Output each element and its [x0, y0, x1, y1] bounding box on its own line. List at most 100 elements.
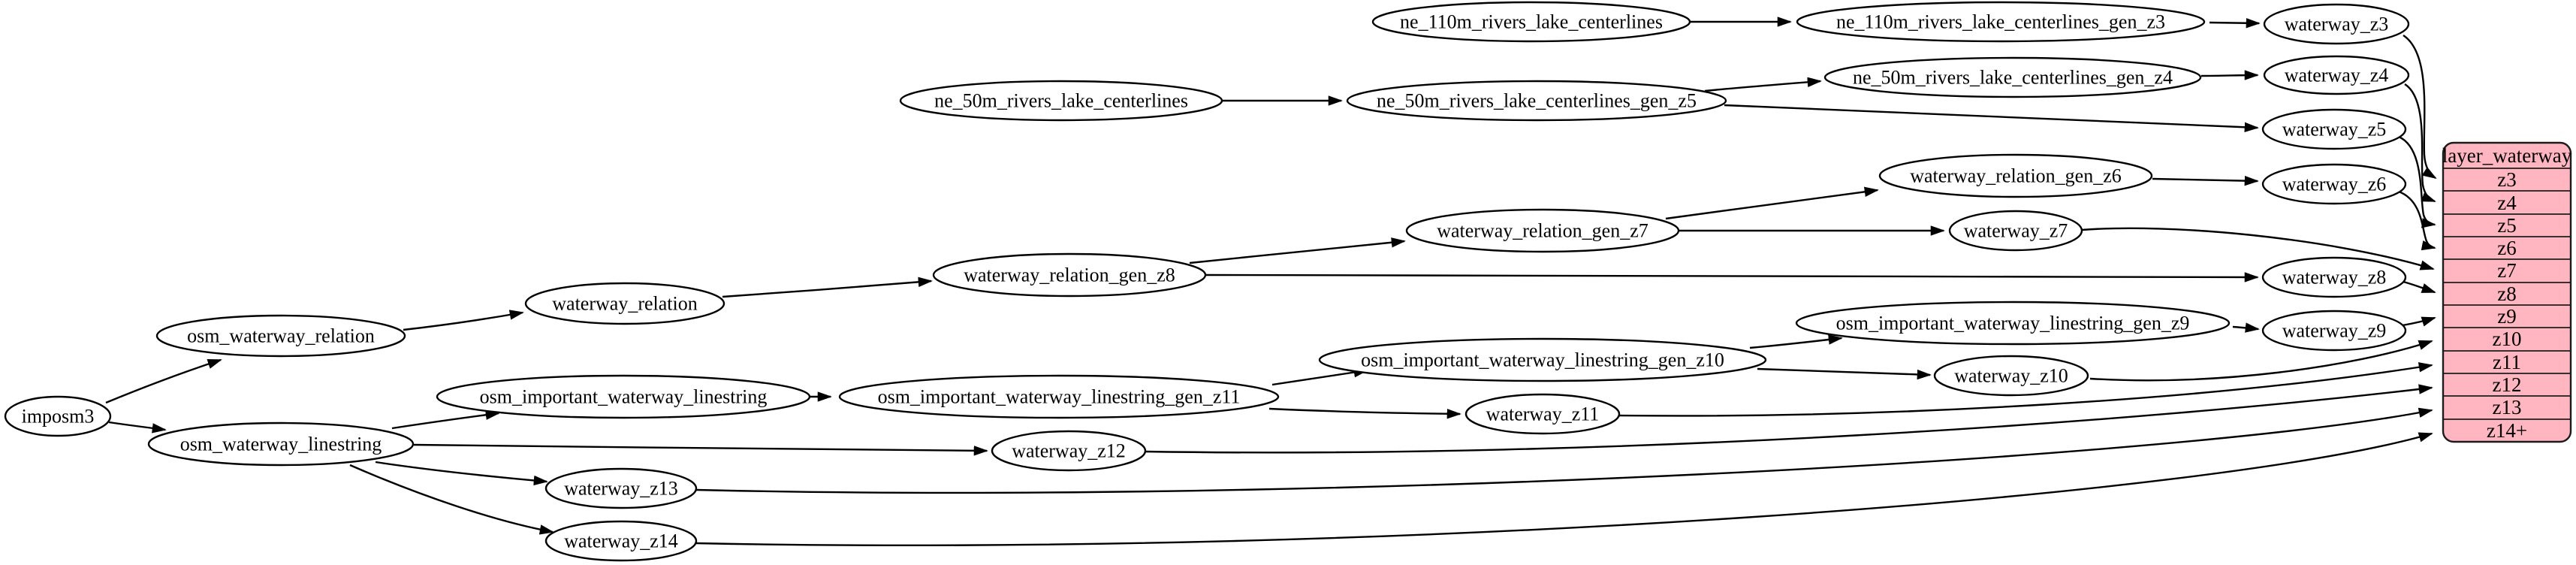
node-label: waterway_relation_gen_z6: [1910, 165, 2122, 187]
node-waterway_z14: waterway_z14: [544, 520, 698, 562]
node-ellipse: [932, 252, 1207, 298]
edge-ne_50m_gen_z5-ne_50m_gen_z4: [1704, 77, 1822, 92]
node-ellipse: [1795, 301, 2231, 346]
node-waterway_z13: waterway_z13: [544, 467, 698, 509]
node-ellipse: [544, 520, 698, 562]
edge-waterway_z13-row_z13: [695, 407, 2433, 494]
node-label: osm_waterway_relation: [187, 325, 375, 347]
edge-waterway_z7-row_z7: [2081, 227, 2435, 270]
node-waterway_relation_gen_z7: waterway_relation_gen_z7: [1405, 208, 1680, 253]
edge-waterway_z8-row_z8: [2403, 280, 2436, 294]
edge-gen_z9-waterway_z9: [2232, 322, 2260, 333]
node-label: ne_110m_rivers_lake_centerlines: [1400, 11, 1663, 33]
node-ellipse: [838, 374, 1280, 419]
node-label: osm_important_waterway_linestring_gen_z1…: [1361, 349, 1724, 371]
node-label: waterway_z4: [2285, 65, 2389, 86]
node-label: ne_50m_rivers_lake_centerlines: [934, 90, 1188, 112]
edge-osm_waterway_relation-waterway_relation: [403, 310, 524, 331]
edge-imposm3-osm_waterway_relation: [105, 358, 222, 404]
table-row-z7: z7: [2497, 259, 2516, 282]
table-row-z9: z9: [2497, 305, 2516, 328]
node-label: waterway_relation: [552, 293, 697, 315]
node-ellipse: [1371, 1, 1691, 43]
edge-waterway_z14-row_z14plus: [695, 432, 2433, 547]
node-ellipse: [2263, 3, 2410, 45]
edge-waterway_relation_gen_z6-waterway_z6: [2152, 175, 2259, 186]
table-title: layer_waterway: [2442, 144, 2572, 167]
edge-ne_50m_gen_z5-waterway_z5: [1724, 104, 2259, 133]
table-row-z13: z13: [2493, 396, 2522, 418]
node-label: imposm3: [22, 406, 95, 428]
edge-waterway_z3-row_z3: [2403, 34, 2437, 180]
edge-waterway_z9-row_z9: [2402, 316, 2436, 327]
node-label: waterway_z3: [2285, 14, 2389, 35]
node-label: waterway_z8: [2282, 267, 2387, 289]
node-ellipse: [1948, 210, 2083, 252]
edge-waterway_relation-waterway_relation_gen_z8: [722, 276, 933, 298]
node-label: ne_50m_rivers_lake_centerlines_gen_z4: [1853, 67, 2173, 89]
edge-gen_z11-waterway_z11: [1268, 407, 1461, 419]
node-ellipse: [147, 421, 415, 467]
table-row-z8: z8: [2497, 282, 2516, 305]
node-ellipse: [1878, 153, 2153, 198]
table-layer_waterway: layer_waterway z3 z4 z5 z6 z7 z8 z9 z10 …: [2442, 141, 2572, 443]
node-waterway_z11: waterway_z11: [1464, 393, 1621, 435]
node-ellipse: [2261, 256, 2407, 298]
node-ellipse: [436, 374, 811, 419]
edge-waterway_z11-row_z11: [1618, 362, 2433, 417]
node-label: osm_waterway_linestring: [180, 434, 382, 455]
table-row-z10: z10: [2493, 328, 2522, 350]
node-waterway_z3: waterway_z3: [2263, 3, 2410, 45]
node-ne_110m_rivers_lake_centerlines_gen_z3: ne_110m_rivers_lake_centerlines_gen_z3: [1796, 1, 2206, 43]
table-row-z14plus: z14+: [2487, 419, 2527, 442]
node-ellipse: [4, 395, 112, 437]
node-ellipse: [155, 314, 406, 358]
edge-imposm3-osm_waterway_linestring: [108, 421, 167, 434]
table-row-z11: z11: [2493, 351, 2521, 373]
node-waterway_z9: waterway_z9: [2261, 310, 2407, 352]
node-ne_50m_rivers_lake_centerlines: ne_50m_rivers_lake_centerlines: [899, 80, 1223, 122]
node-ne_110m_rivers_lake_centerlines: ne_110m_rivers_lake_centerlines: [1371, 1, 1691, 43]
node-ellipse: [1933, 355, 2089, 397]
node-label: osm_important_waterway_linestring_gen_z1…: [878, 386, 1241, 408]
node-waterway_z6: waterway_z6: [2261, 163, 2407, 205]
table-row-z4: z4: [2497, 192, 2517, 214]
edge-gen_z10-gen_z9: [1749, 334, 1843, 349]
edge-osm_waterway_linestring-waterway_z13: [375, 461, 548, 486]
edges: [105, 17, 2437, 547]
node-ellipse: [2261, 108, 2407, 150]
table-row-z3: z3: [2497, 168, 2516, 191]
nodes: imposm3 osm_waterway_relation osm_waterw…: [4, 1, 2410, 562]
node-ne_50m_rivers_lake_centerlines_gen_z4: ne_50m_rivers_lake_centerlines_gen_z4: [1823, 56, 2202, 98]
node-label: osm_important_waterway_linestring: [480, 386, 768, 408]
edge-waterway_z10-row_z10: [2089, 340, 2433, 382]
node-label: osm_important_waterway_linestring_gen_z9: [1836, 313, 2190, 334]
node-ellipse: [1318, 337, 1767, 382]
node-ellipse: [524, 282, 725, 325]
node-label: waterway_z12: [1012, 440, 1126, 462]
node-label: waterway_relation_gen_z7: [1437, 220, 1648, 242]
node-label: ne_50m_rivers_lake_centerlines_gen_z5: [1377, 90, 1697, 112]
edge-osm_waterway_linestring-waterway_z12: [413, 443, 988, 456]
node-label: waterway_z9: [2282, 320, 2387, 342]
node-label: ne_110m_rivers_lake_centerlines_gen_z3: [1836, 11, 2165, 33]
edge-waterway_relation_gen_z8-waterway_z8: [1205, 272, 2259, 282]
node-label: waterway_z5: [2282, 119, 2387, 140]
node-label: waterway_z6: [2282, 174, 2387, 195]
node-osm_waterway_relation: osm_waterway_relation: [155, 314, 406, 358]
node-label: waterway_z7: [1964, 220, 2068, 242]
table-background: [2442, 141, 2572, 443]
table-row-z12: z12: [2493, 373, 2522, 396]
node-ellipse: [2261, 163, 2407, 205]
node-imposm3: imposm3: [4, 395, 112, 437]
node-waterway_z12: waterway_z12: [991, 430, 1147, 472]
node-waterway_z4: waterway_z4: [2263, 55, 2410, 95]
edge-waterway_z5-row_z5: [2398, 135, 2436, 228]
node-ellipse: [899, 80, 1223, 122]
node-waterway_z8: waterway_z8: [2261, 256, 2407, 298]
edge-ne_50m_gen_z4-waterway_z4: [2200, 70, 2259, 80]
edge-osm_waterway_linestring-osm_important_waterway_linestring: [391, 409, 500, 430]
node-label: waterway_relation_gen_z8: [964, 264, 1175, 286]
node-osm_important_waterway_linestring_gen_z10: osm_important_waterway_linestring_gen_z1…: [1318, 337, 1767, 382]
